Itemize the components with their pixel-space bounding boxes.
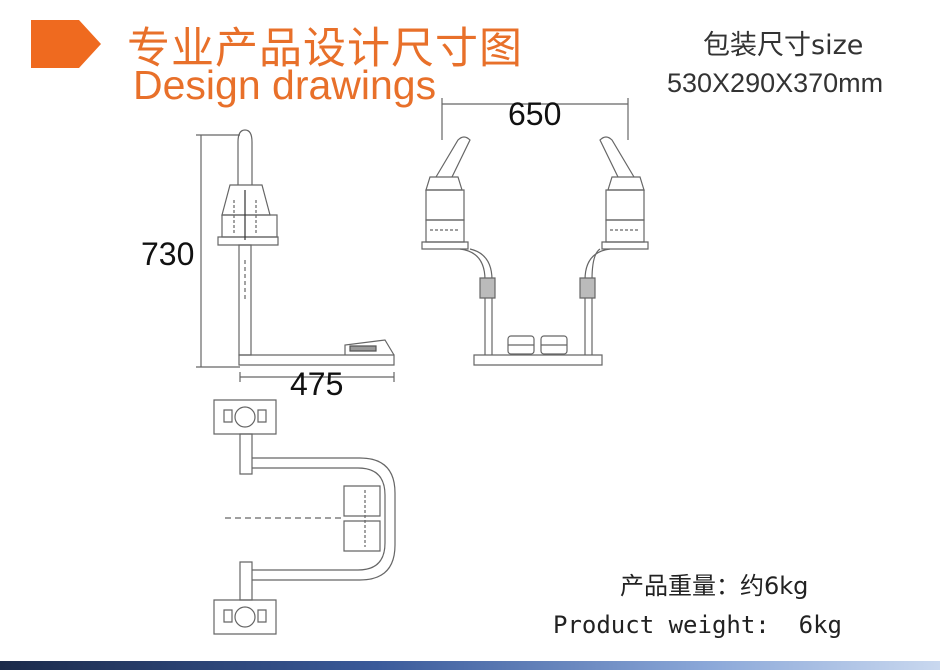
side-view bbox=[196, 130, 394, 382]
dimension-height: 730 bbox=[141, 236, 195, 272]
title-chinese: 专业产品设计尺寸图 bbox=[127, 24, 523, 74]
product-weight-chinese: 产品重量：约6kg bbox=[620, 572, 809, 600]
front-view bbox=[422, 98, 648, 365]
orange-arrow-icon bbox=[31, 20, 101, 68]
title-english: Design drawings bbox=[133, 62, 437, 108]
top-view bbox=[214, 400, 395, 634]
product-weight-english: Product weight: 6kg bbox=[553, 611, 842, 639]
package-size-label: 包装尺寸size bbox=[703, 30, 864, 61]
package-dimensions: 530X290X370mm bbox=[667, 68, 884, 98]
bottom-color-bar bbox=[0, 661, 940, 670]
dimension-base: 475 bbox=[290, 366, 344, 402]
dimension-width: 650 bbox=[508, 96, 562, 132]
